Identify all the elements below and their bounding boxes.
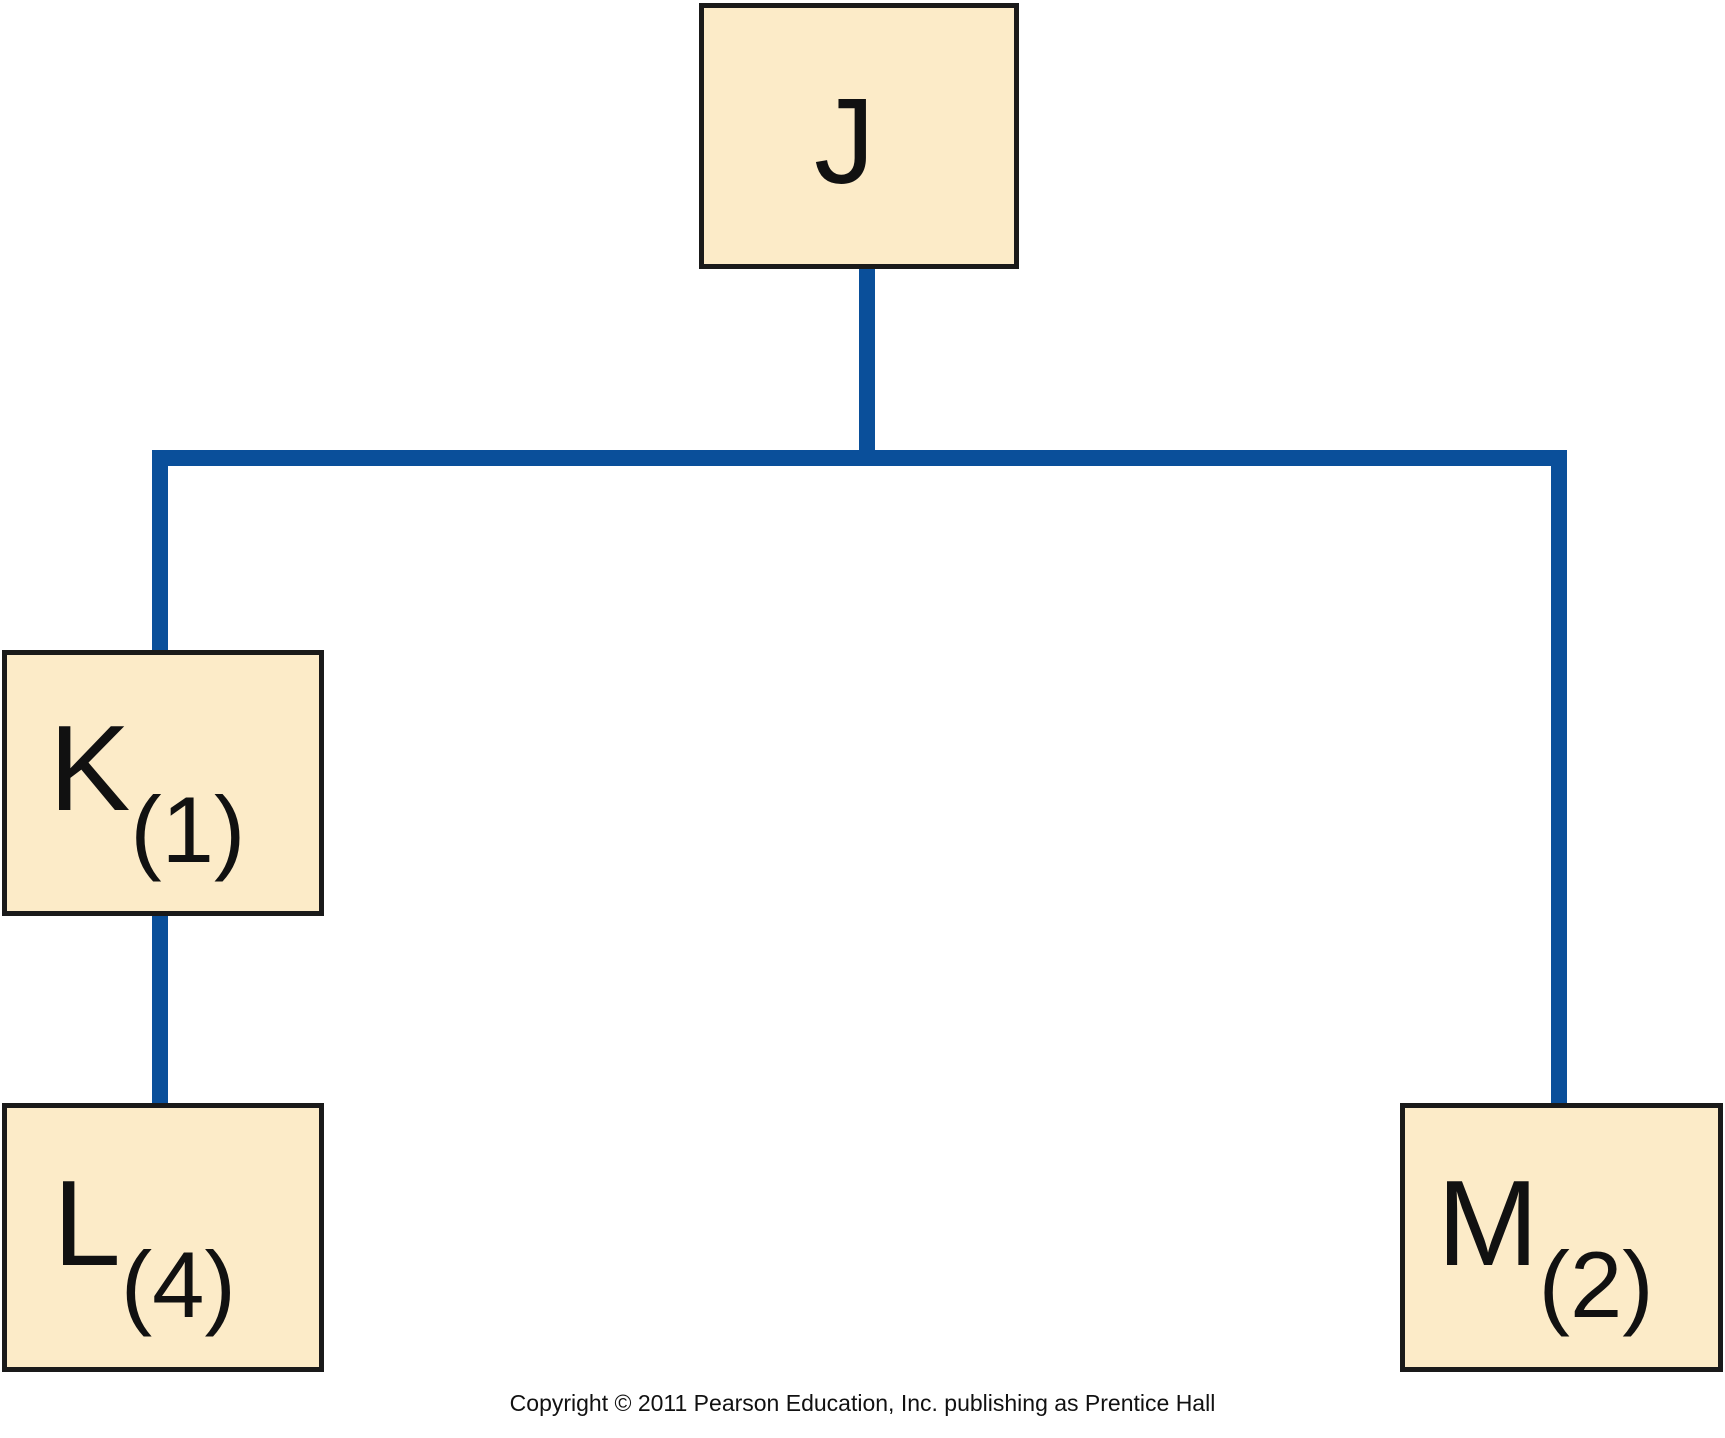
node-k: K(1) xyxy=(2,650,324,916)
node-l-subscript: (4) xyxy=(120,1232,236,1337)
node-l: L(4) xyxy=(2,1103,324,1372)
node-m-label: M(2) xyxy=(1437,1162,1654,1332)
node-m: M(2) xyxy=(1400,1103,1723,1372)
node-k-subscript: (1) xyxy=(130,777,246,882)
edge-k-to-l xyxy=(152,912,168,1106)
node-l-letter: L xyxy=(53,1155,121,1291)
node-k-letter: K xyxy=(49,700,131,836)
edge-j-trunk xyxy=(859,264,875,458)
node-k-label: K(1) xyxy=(49,707,245,877)
edge-j-to-k xyxy=(152,450,168,653)
node-m-subscript: (2) xyxy=(1538,1232,1654,1337)
edge-horizontal-bar xyxy=(152,450,1567,466)
node-m-letter: M xyxy=(1437,1155,1539,1291)
node-j: J xyxy=(699,3,1019,269)
node-j-letter: J xyxy=(814,73,875,209)
copyright-notice: Copyright © 2011 Pearson Education, Inc.… xyxy=(509,1390,1216,1416)
edge-j-to-m xyxy=(1551,450,1567,1106)
node-l-label: L(4) xyxy=(53,1162,236,1332)
node-j-label: J xyxy=(814,80,875,202)
